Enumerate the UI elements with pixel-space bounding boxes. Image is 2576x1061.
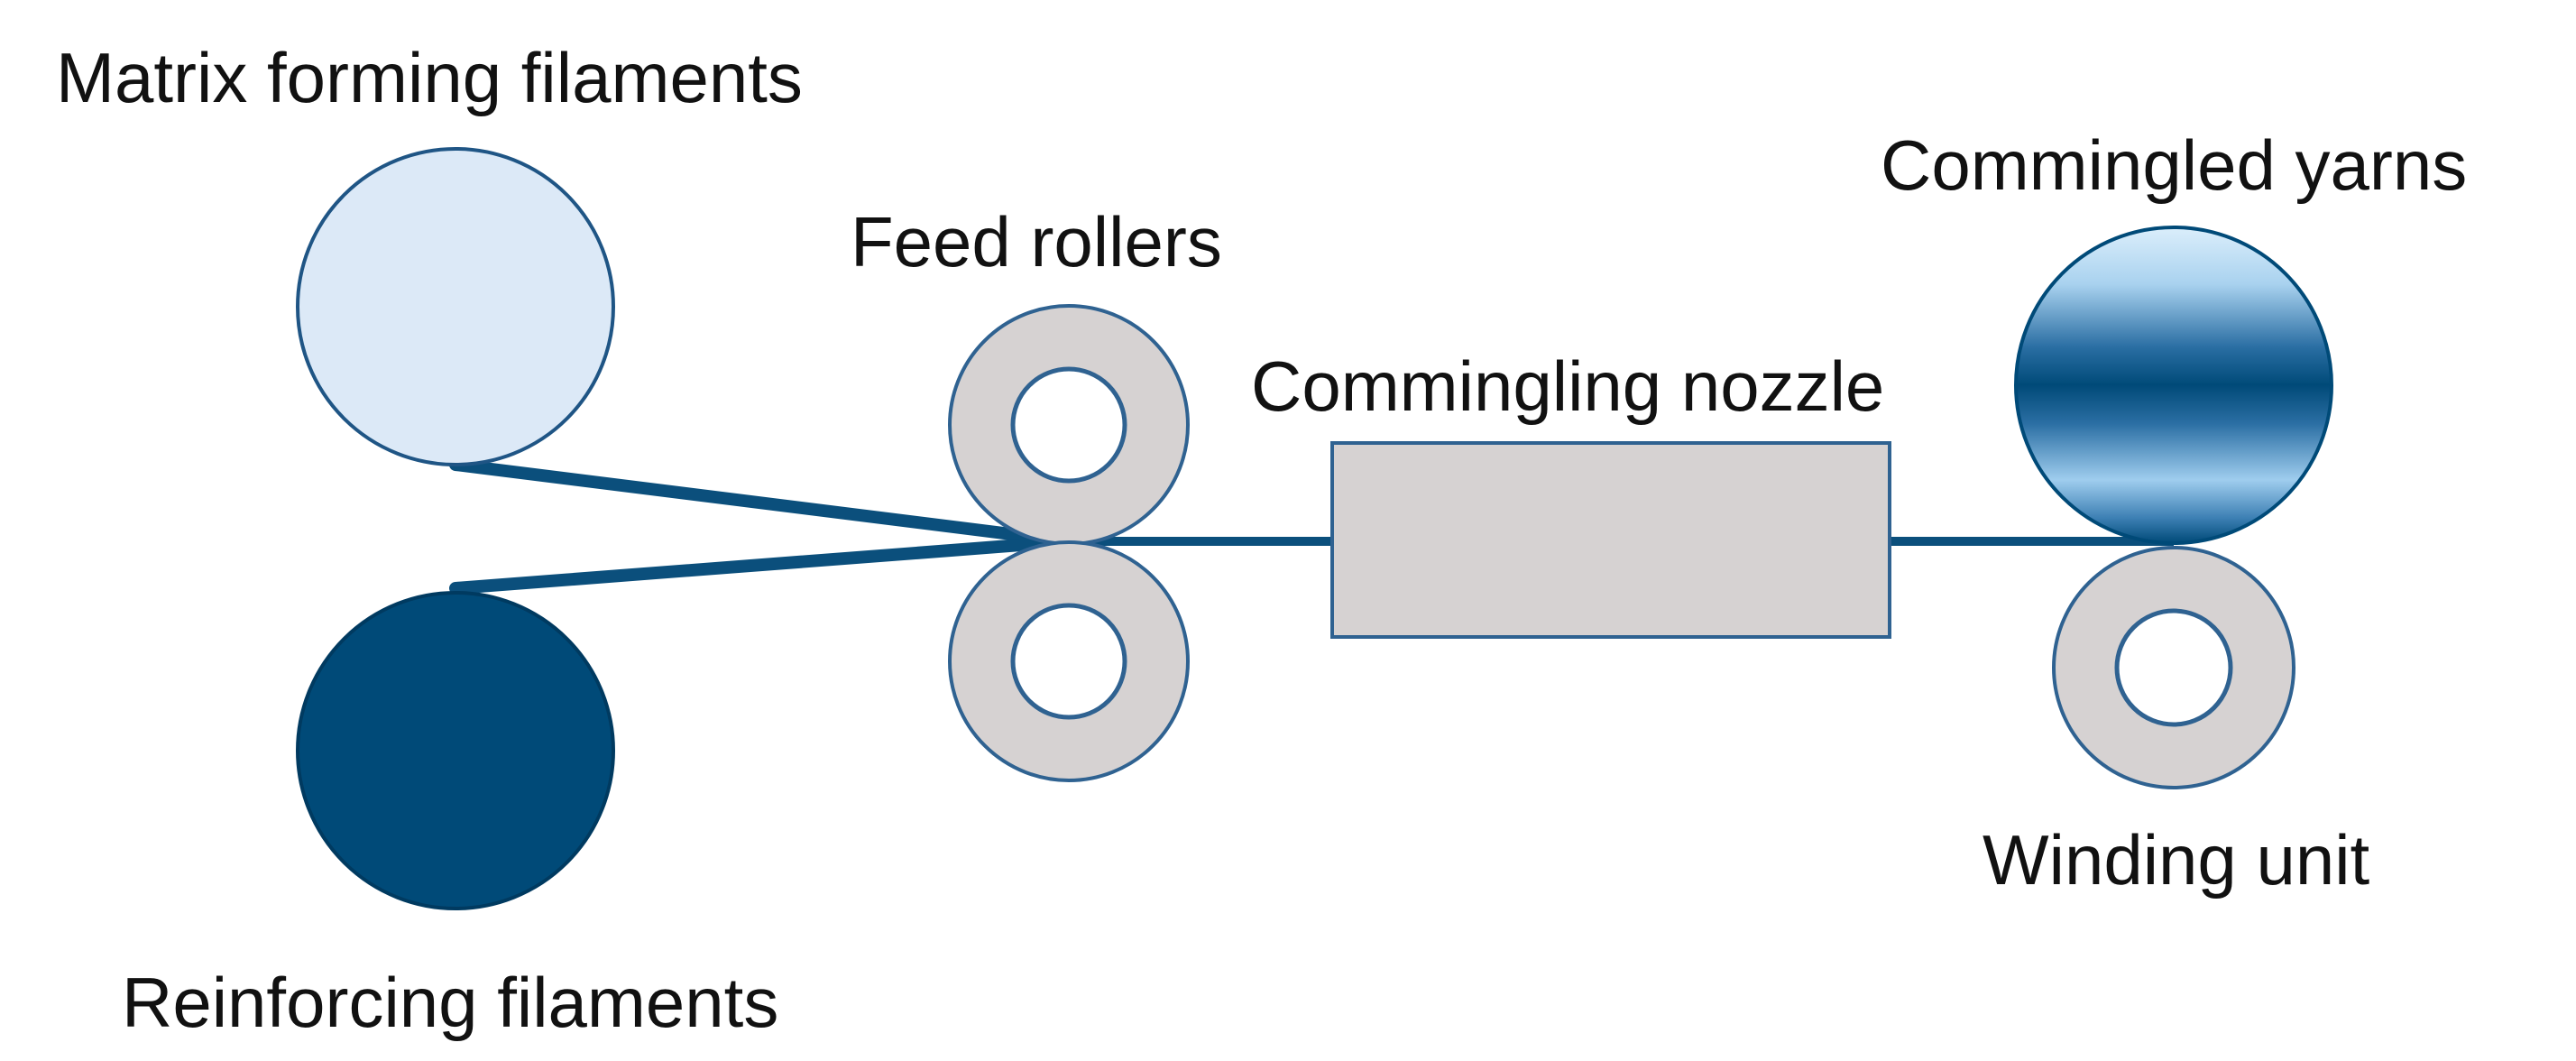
label-matrix-forming-filaments: Matrix forming filaments (56, 38, 803, 117)
label-commingling-nozzle: Commingling nozzle (1251, 346, 1884, 426)
label-feed-rollers: Feed rollers (851, 202, 1222, 281)
label-reinforcing-filaments: Reinforcing filaments (122, 963, 778, 1042)
commingling-nozzle (1330, 441, 1891, 639)
winding-roller-hub (2114, 608, 2233, 727)
feed-roller-bottom-hub (1010, 603, 1127, 720)
feed-roller-top-hub (1010, 366, 1127, 484)
commingled-yarns-package (2014, 226, 2333, 545)
matrix-yarn-path (449, 458, 1075, 548)
label-commingled-yarns: Commingled yarns (1881, 125, 2467, 205)
winding-unit (2052, 546, 2295, 789)
reinforcing-yarn-path (449, 535, 1075, 595)
reinforcing-spool (296, 591, 615, 910)
yarn-paths (449, 458, 2174, 595)
label-winding-unit: Winding unit (1983, 820, 2370, 900)
matrix-forming-spool (296, 147, 615, 466)
feed-rollers (948, 304, 1190, 782)
